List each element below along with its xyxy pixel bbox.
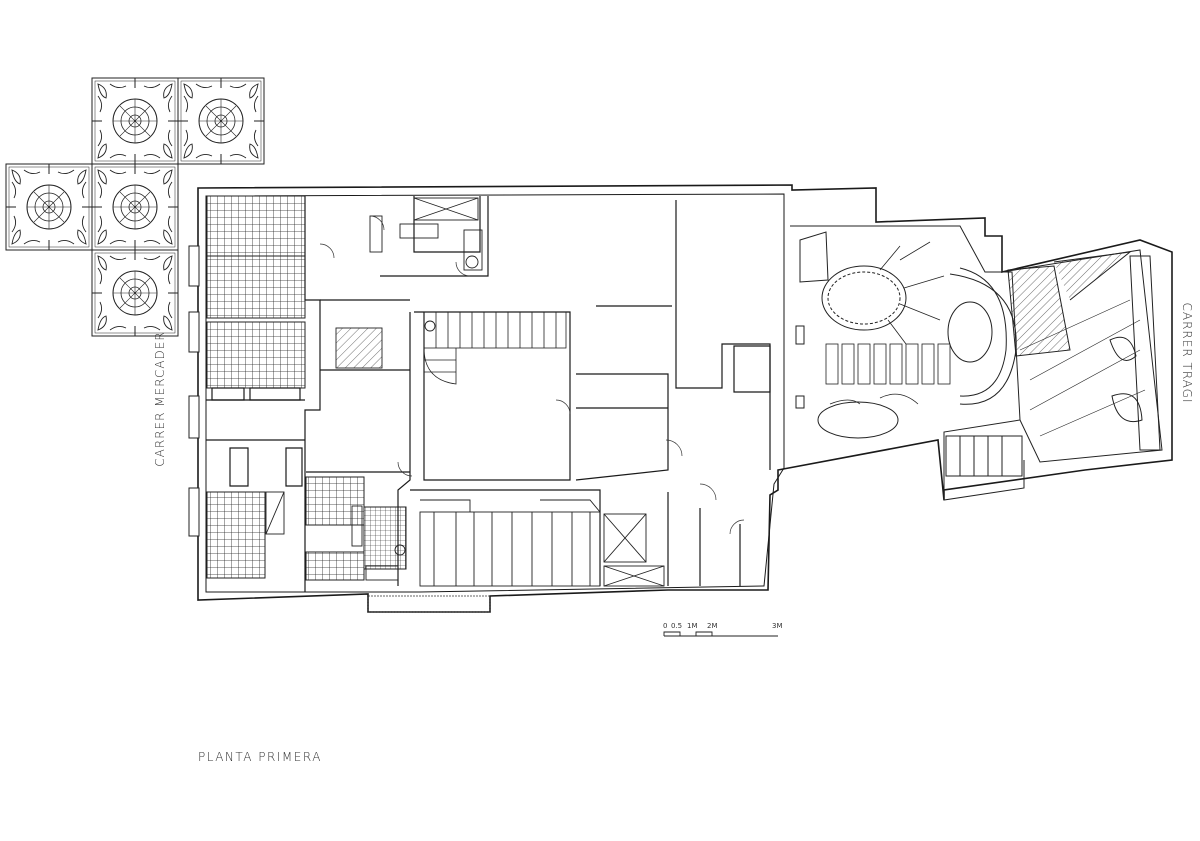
stair-hatched	[335, 197, 665, 587]
street-label-left: CARRER MERCADER	[153, 331, 167, 467]
street-windows	[188, 245, 200, 537]
scale-label-half: 0.5	[671, 622, 683, 630]
staircase-main	[423, 311, 567, 385]
fixtures	[265, 215, 483, 581]
street-label-right: CARRER TRAGI	[1180, 302, 1194, 404]
interior-walls	[206, 196, 771, 592]
plan-title: PLANTA PRIMERA	[198, 750, 322, 764]
entrance-bump	[367, 595, 491, 613]
scale-label-3m: 3M	[772, 622, 783, 630]
scale-label-2m: 2M	[707, 622, 718, 630]
patio	[790, 225, 1025, 501]
scale-label-0: 0	[663, 622, 668, 630]
scale-bar	[663, 631, 778, 637]
staircase-lower	[419, 499, 601, 587]
patio-benches	[825, 343, 951, 385]
building-outline	[197, 184, 1173, 613]
door-swings	[319, 215, 745, 535]
tiled-rooms	[206, 195, 407, 581]
scale-label-1m: 1M	[687, 622, 698, 630]
garden-right	[945, 249, 1163, 477]
